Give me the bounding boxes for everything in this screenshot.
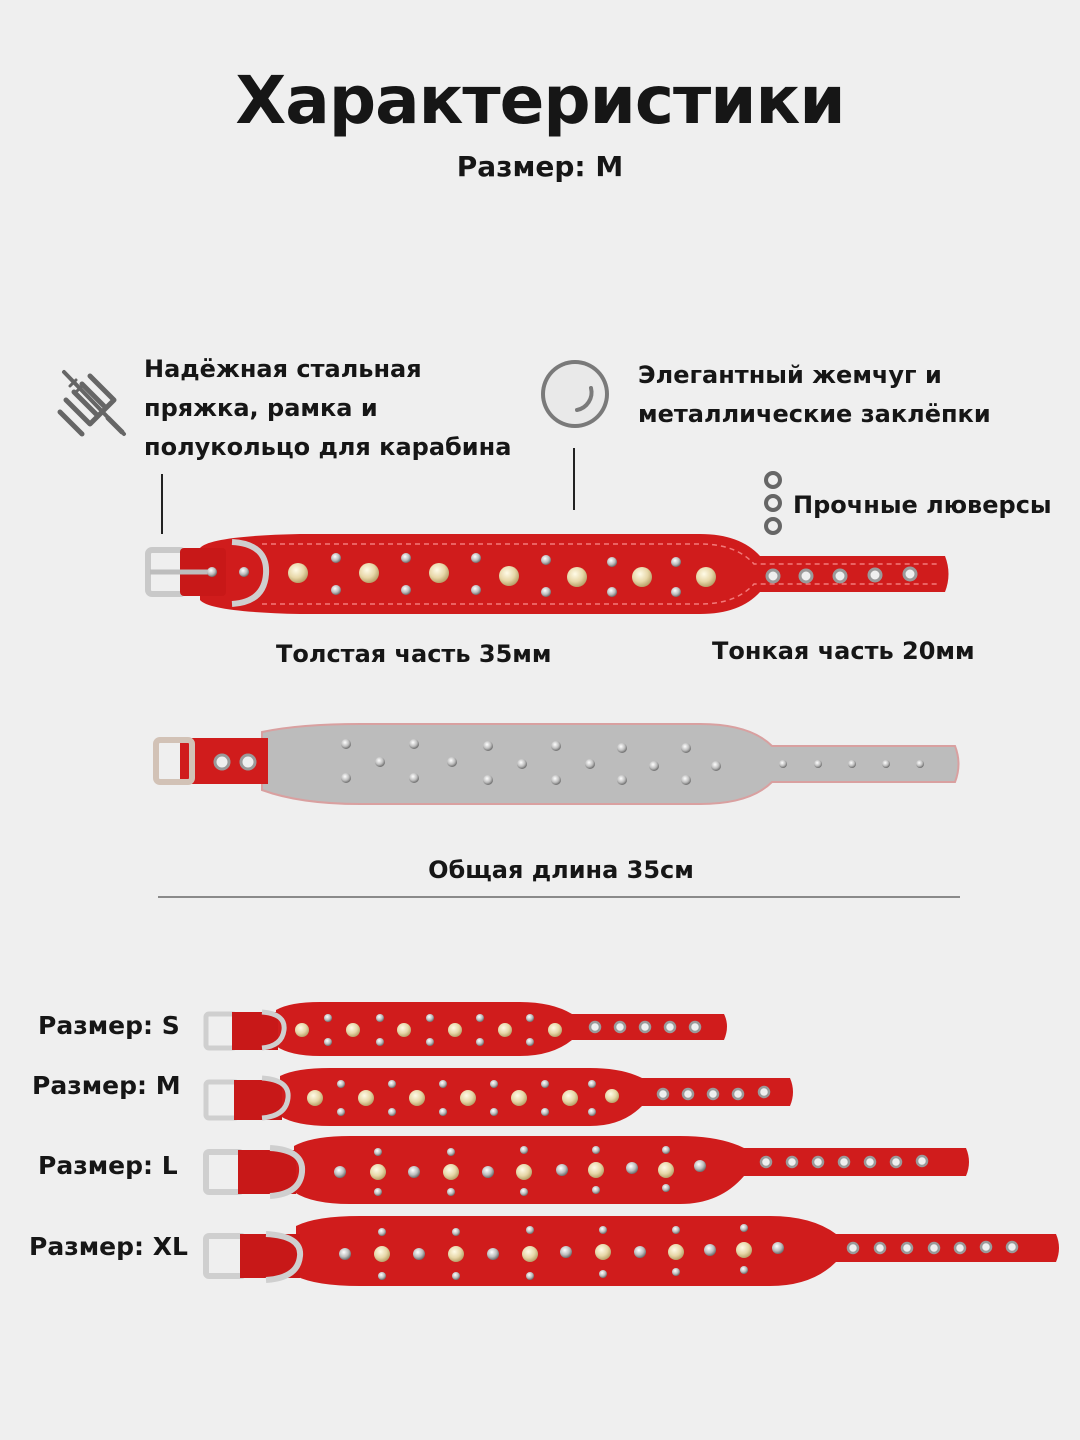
- collar-main-eyelets: [765, 566, 918, 584]
- pearl-icon: [541, 360, 609, 428]
- collar-size-xl: [203, 1216, 1059, 1286]
- thick-part-label: Толстая часть 35мм: [276, 640, 552, 668]
- buckle-no-rust-icon: [57, 370, 126, 437]
- collar-main-studs: [331, 553, 681, 597]
- total-length-label: Общая длина 35см: [428, 856, 694, 884]
- collar-back-rivets: [341, 739, 924, 785]
- length-divider: [158, 896, 960, 898]
- collar-back-felt: [153, 723, 960, 805]
- feature-eyelets-text: Прочные люверсы: [793, 491, 1052, 519]
- size-label-m: Размер: M: [32, 1071, 181, 1100]
- eyelets-icon: [764, 471, 782, 535]
- pearl-pointer-line: [573, 448, 575, 510]
- thin-part-label: Тонкая часть 20мм: [712, 637, 975, 665]
- page-title: Характеристики: [235, 62, 845, 139]
- feature-pearl-text: Элегантный жемчуг и металлические заклёп…: [638, 361, 991, 428]
- collar-main-red: [145, 534, 949, 614]
- size-label-l: Размер: L: [38, 1151, 178, 1180]
- size-label-s: Размер: S: [38, 1011, 180, 1040]
- collar-size-l: [203, 1136, 969, 1204]
- collar-size-m: [203, 1068, 793, 1126]
- feature-buckle-text: Надёжная стальная пряжка, рамка и полуко…: [144, 355, 512, 461]
- size-label-xl: Размер: XL: [29, 1232, 188, 1261]
- collar-main-pearls: [288, 563, 716, 587]
- collar-size-s: [203, 1002, 727, 1056]
- buckle-pointer-line: [161, 474, 163, 534]
- page-subtitle: Размер: M: [456, 150, 624, 183]
